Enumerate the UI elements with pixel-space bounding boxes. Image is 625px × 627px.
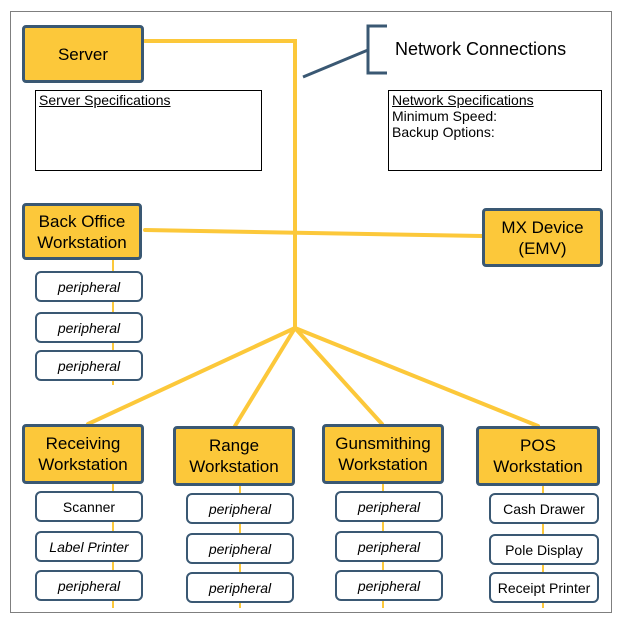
peripheral-label: peripheral (208, 579, 272, 596)
peripheral-label: Scanner (62, 498, 116, 515)
backoffice-mx-connector (143, 228, 484, 238)
network-bracket-icon (366, 24, 387, 75)
gunsmithing-peripheral[interactable]: peripheral (335, 491, 443, 522)
range-peripheral[interactable]: peripheral (186, 493, 294, 524)
back-office-label: Back Office Workstation (37, 211, 127, 252)
peripheral-label: peripheral (357, 577, 421, 594)
server-label: Server (57, 44, 109, 64)
server-connector (143, 39, 297, 330)
back-office-peripheral[interactable]: peripheral (35, 350, 143, 381)
peripheral-label: peripheral (57, 319, 121, 336)
receiving-peripheral[interactable]: peripheral (35, 570, 143, 601)
peripheral-label: peripheral (357, 538, 421, 555)
peripheral-label: Receipt Printer (497, 579, 591, 596)
gunsmithing-node[interactable]: Gunsmithing Workstation (322, 424, 444, 484)
server-specs-title: Server Specifications (39, 92, 171, 108)
mx-device-node[interactable]: MX Device (EMV) (482, 208, 603, 267)
pos-label: POS Workstation (493, 436, 583, 476)
mx-device-label: MX Device (EMV) (501, 217, 584, 258)
server-node[interactable]: Server (22, 25, 144, 83)
receiving-label: Receiving Workstation (38, 434, 128, 474)
peripheral-label: peripheral (57, 357, 121, 374)
diagram-frame (10, 11, 612, 613)
peripheral-label: peripheral (57, 278, 121, 295)
gunsmithing-connector (293, 326, 384, 426)
pos-peripheral-receipt-printer[interactable]: Receipt Printer (489, 572, 599, 603)
network-specs-box: Network Specifications Minimum Speed: Ba… (388, 90, 602, 171)
receiving-connector (86, 326, 297, 426)
pos-node[interactable]: POS Workstation (476, 426, 600, 486)
receiving-peripheral-label-printer[interactable]: Label Printer (35, 531, 143, 562)
peripheral-label: Pole Display (505, 541, 583, 558)
peripheral-label: Label Printer (49, 538, 129, 555)
range-node[interactable]: Range Workstation (173, 426, 295, 486)
receiving-peripheral-scanner[interactable]: Scanner (35, 491, 143, 522)
back-office-peripheral[interactable]: peripheral (35, 271, 143, 302)
server-specs-box: Server Specifications (35, 90, 262, 171)
back-office-node[interactable]: Back Office Workstation (22, 203, 142, 260)
range-peripheral[interactable]: peripheral (186, 572, 294, 603)
gunsmithing-peripheral[interactable]: peripheral (335, 570, 443, 601)
network-spec-backup: Backup Options: (392, 124, 495, 140)
network-connections-label: Network Connections (395, 39, 567, 59)
peripheral-label: peripheral (357, 498, 421, 515)
peripheral-label: peripheral (208, 500, 272, 517)
pos-peripheral-pole-display[interactable]: Pole Display (489, 534, 599, 565)
network-pointer-line (302, 48, 369, 79)
pos-peripheral-cash-drawer[interactable]: Cash Drawer (489, 493, 599, 524)
peripheral-label: peripheral (57, 577, 121, 594)
gunsmithing-label: Gunsmithing Workstation (335, 434, 431, 474)
range-connector (233, 326, 297, 428)
range-label: Range Workstation (189, 436, 279, 476)
range-peripheral[interactable]: peripheral (186, 533, 294, 564)
gunsmithing-peripheral[interactable]: peripheral (335, 531, 443, 562)
network-specs-title: Network Specifications (392, 92, 534, 108)
back-office-peripheral[interactable]: peripheral (35, 312, 143, 343)
peripheral-label: Cash Drawer (503, 500, 585, 517)
peripheral-label: peripheral (208, 540, 272, 557)
network-spec-min-speed: Minimum Speed: (392, 108, 498, 124)
pos-connector (293, 326, 540, 428)
receiving-node[interactable]: Receiving Workstation (22, 424, 144, 484)
